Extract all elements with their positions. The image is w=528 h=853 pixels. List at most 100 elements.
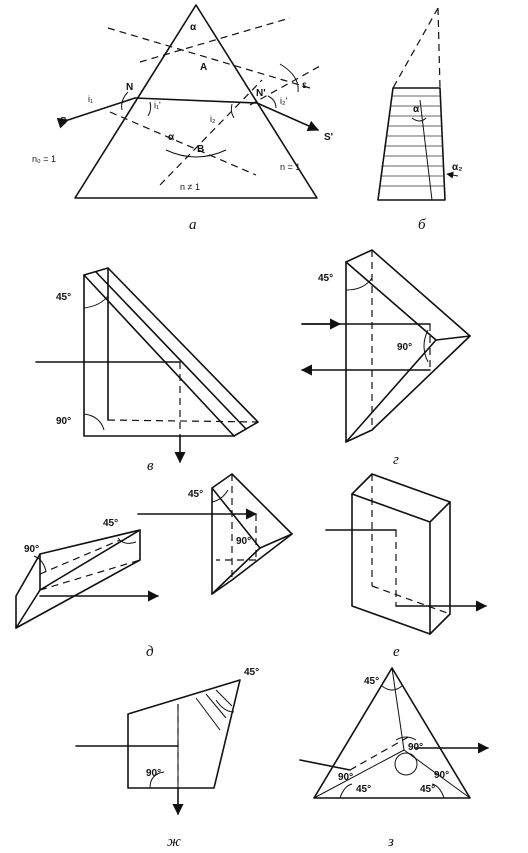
prism-g-front [345, 261, 437, 443]
label-v-90: 90° [56, 416, 71, 427]
label-d-45-mid: 45° [103, 518, 118, 529]
caption-zh: ж [167, 834, 181, 850]
label-z-45-top: 45° [364, 676, 379, 687]
label-point-A: A [200, 62, 207, 73]
prism-e-bottom-right [429, 613, 451, 635]
prism-e-top [351, 473, 451, 523]
label-b-alpha: α [413, 104, 420, 115]
prism-zh-hatch-2 [195, 697, 221, 731]
prism-d-right-front [211, 487, 261, 595]
panel-z: 45° 90° 90° 90° 45° 45° з [299, 667, 490, 850]
prism-a-outline [74, 4, 318, 199]
label-v-45: 45° [56, 292, 71, 303]
caption-a: a [189, 217, 197, 233]
label-d-45-right: 45° [188, 489, 203, 500]
ray-emergent [256, 102, 320, 132]
arc-d-45-mid [117, 537, 137, 544]
prism-g-top [345, 249, 471, 341]
prism-d-left-hidden [39, 559, 141, 591]
label-g-90: 90° [397, 342, 412, 353]
caption-g: г [393, 452, 399, 468]
label-d-90-right: 90° [236, 536, 251, 547]
prism-z-center-circle [394, 752, 418, 776]
prism-z-outline [313, 667, 471, 799]
prism-zh-hatch-4 [215, 689, 233, 707]
label-z-90-left: 90° [338, 772, 353, 783]
dashed-normal-left [107, 27, 311, 89]
panel-g: 45° 90° г [300, 249, 471, 468]
panel-d: 90° 45° 45° 90° д [15, 473, 293, 660]
label-N-right: N' [256, 88, 266, 99]
label-apex-alpha: α [190, 22, 197, 33]
dashed-normal-right [139, 17, 291, 63]
wedge-b-outline [377, 87, 446, 201]
arc-bottom-alpha [165, 149, 227, 158]
label-b-alpha2: α₂ [452, 162, 463, 173]
arc-z-br [431, 783, 445, 799]
ray-incident [56, 97, 136, 129]
caption-v: в [147, 458, 154, 474]
ray-z-path [349, 735, 411, 771]
label-deviation: ε [302, 80, 307, 91]
caption-d: д [146, 644, 154, 660]
wedge-b-hatching [379, 95, 445, 187]
label-N-left: N [126, 82, 133, 93]
label-z-90-inner: 90° [408, 742, 423, 753]
arc-i2 [230, 103, 235, 119]
label-n-outside-right: n = 1 [280, 162, 300, 172]
label-n-outside-left: n₀ = 1 [32, 154, 56, 164]
arc-g-90 [423, 329, 429, 363]
prism-e-back-h [371, 585, 451, 615]
dashed-normal-b1 [109, 111, 257, 176]
dashed-apex-left [392, 7, 439, 89]
panel-b: α α₂ б [377, 7, 463, 233]
label-i2: i₂ [210, 114, 216, 124]
caption-b: б [418, 217, 426, 233]
prism-v-bottom-back [107, 419, 259, 423]
caption-z: з [387, 834, 394, 850]
caption-e: е [393, 644, 400, 660]
dashed-normal-b2 [159, 79, 263, 186]
label-d-90-left: 90° [24, 544, 39, 555]
panel-e: е [325, 473, 488, 660]
label-i1: i₁ [88, 94, 93, 104]
label-g-45: 45° [318, 273, 333, 284]
arc-b-alpha [411, 117, 427, 122]
prism-v-back [83, 267, 259, 437]
arc-i1p [147, 101, 152, 117]
label-bottom-alpha: α [168, 132, 175, 143]
arc-v-90 [83, 413, 105, 431]
prism-v-front [83, 274, 235, 437]
dashed-apex-right [437, 7, 441, 89]
panel-v: 45° 90° в [35, 267, 259, 474]
arc-z-45-top [381, 685, 403, 691]
dashed-deviation [249, 65, 321, 106]
prism-d-left-front [15, 529, 141, 629]
label-z-45-br: 45° [420, 784, 435, 795]
label-point-B: B [197, 144, 204, 155]
arc-z-90-inner [395, 736, 417, 741]
ray-inside [134, 97, 258, 104]
arc-deviation [279, 63, 299, 93]
arc-i2p [267, 95, 277, 109]
arc-i1 [121, 91, 129, 111]
ray-z-in [299, 759, 351, 771]
prism-v-diag [95, 271, 247, 430]
arc-zh-45 [215, 699, 235, 713]
label-z-90-right: 90° [434, 770, 449, 781]
arc-d-45-right [211, 489, 229, 503]
panel-a: α A B N N' S S' i₁ i₁' i₂ i₂' α ε n₀ = 1… [32, 4, 333, 233]
label-zh-90: 90° [146, 768, 161, 779]
label-i2-prime: i₂' [280, 96, 287, 106]
arrow-b-alpha2 [446, 171, 459, 179]
arc-z-bl [339, 783, 353, 799]
label-i1-prime: i₁' [154, 100, 161, 110]
ray-d-left-in [39, 539, 121, 575]
prism-zh-outline [127, 679, 241, 789]
prism-z-inner-left [313, 749, 405, 799]
prism-d-right-bottom [211, 533, 293, 595]
prism-d-left-diag [39, 529, 141, 591]
prism-e-front [351, 493, 431, 635]
label-z-45-bl: 45° [356, 784, 371, 795]
